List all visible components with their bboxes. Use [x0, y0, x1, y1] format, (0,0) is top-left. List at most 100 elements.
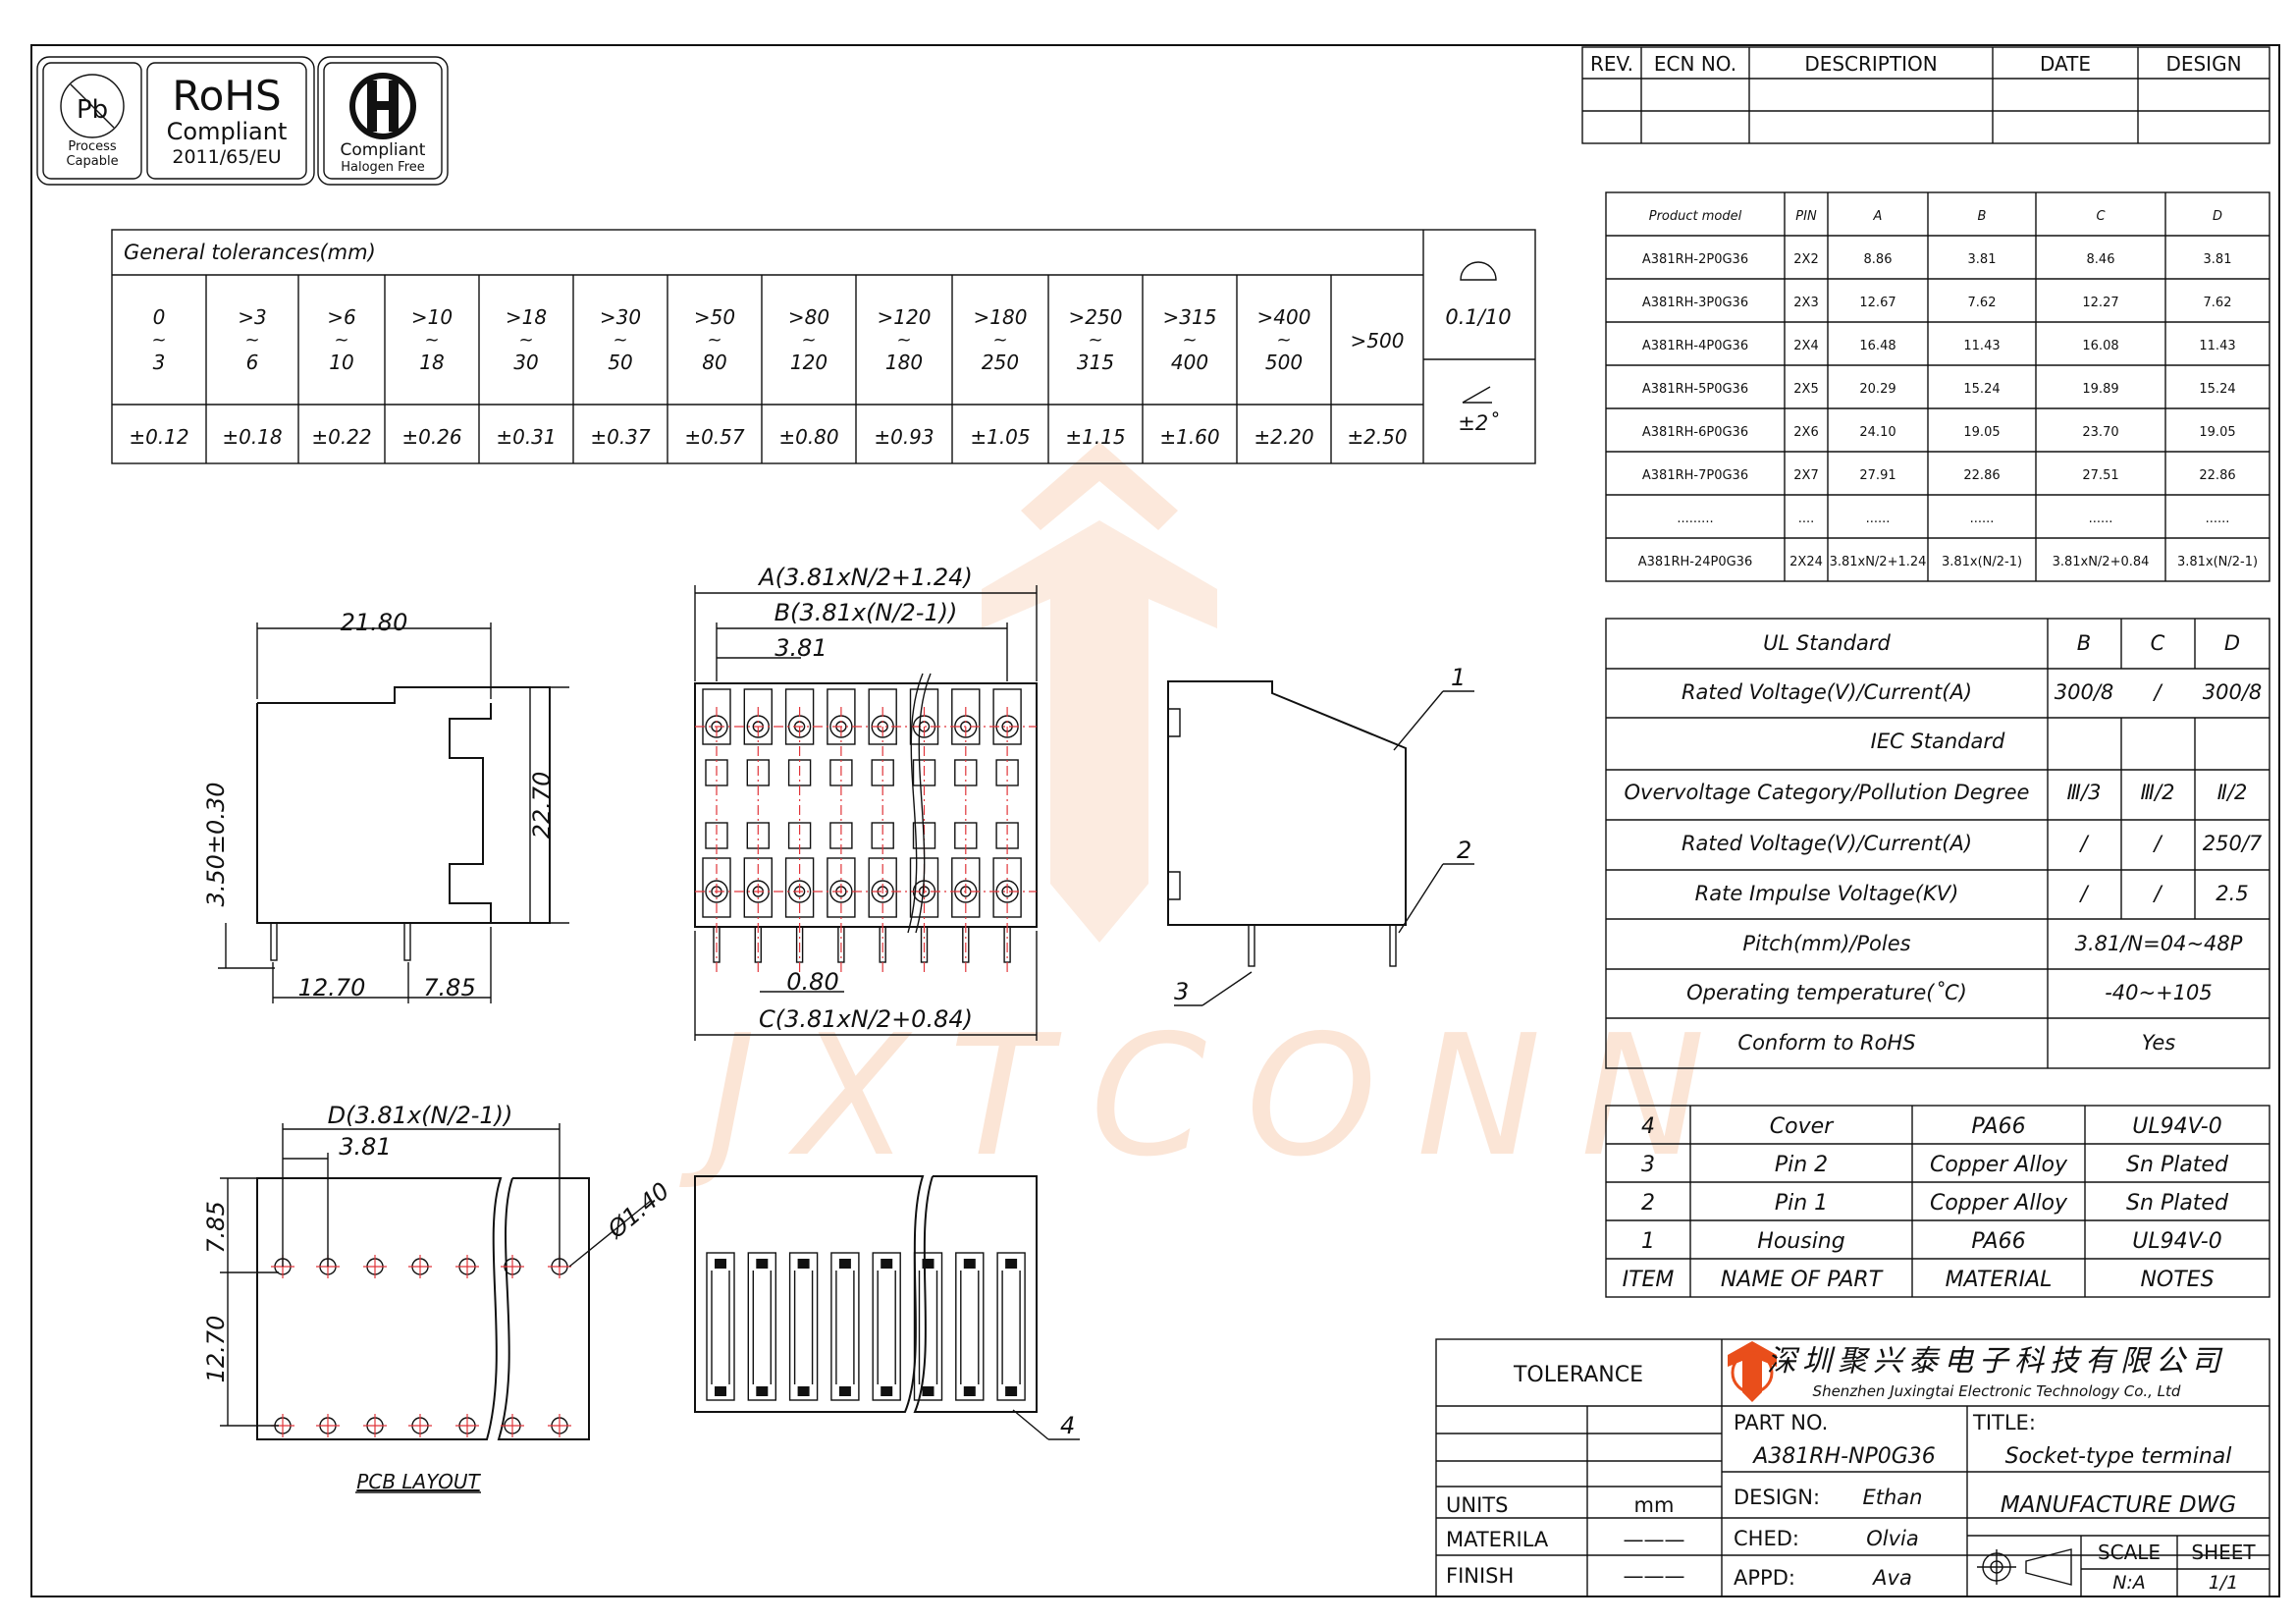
model-cell: A381RH-5P0G36 — [1642, 382, 1748, 397]
bom-cell: Pin 1 — [1775, 1191, 1828, 1216]
tolerance-range-to: 80 — [702, 351, 726, 374]
tolerance-value: ±1.15 — [1065, 425, 1125, 449]
watermark: JXTCONN — [679, 442, 1744, 1194]
overvoltage-b: Ⅲ/3 — [2067, 781, 2102, 804]
model-cell: A381RH-4P0G36 — [1642, 339, 1748, 353]
rohs-title: RoHS — [172, 72, 281, 120]
dim-a: A(3.81xN/2+1.24) — [757, 564, 973, 591]
tolerance-value: ±0.37 — [590, 425, 651, 449]
tilde-icon: ~ — [707, 330, 721, 351]
iec-rated-d: 250/7 — [2203, 832, 2263, 855]
tolerance-range-from: >80 — [788, 305, 829, 329]
model-cell: 27.91 — [1859, 468, 1896, 483]
bom-cell: UL94V-0 — [2132, 1114, 2221, 1139]
model-cell: 3.81xN/2+0.84 — [2053, 555, 2150, 569]
ul-rated-d: 300/8 — [2203, 680, 2263, 704]
halogen-line1: Compliant — [341, 140, 426, 160]
tolerance-range-from: >18 — [506, 305, 547, 329]
model-header: A — [1873, 209, 1883, 224]
callout-2: 2 — [1457, 837, 1471, 864]
model-cell: 19.89 — [2082, 382, 2118, 397]
model-cell: A381RH-6P0G36 — [1642, 425, 1748, 440]
iec-rated-b: / — [2078, 832, 2089, 855]
model-cell: 27.51 — [2082, 468, 2118, 483]
model-cell: 12.27 — [2082, 296, 2118, 310]
units-value: mm — [1634, 1493, 1675, 1517]
bom-header: NAME OF PART — [1721, 1268, 1884, 1292]
bom-cell: Housing — [1757, 1229, 1844, 1254]
tolerance-value: ±0.80 — [778, 425, 838, 449]
overvoltage-c: Ⅲ/2 — [2141, 781, 2175, 804]
tolerance-range-from: >6 — [327, 305, 355, 329]
tolerance-label: TOLERANCE — [1513, 1363, 1643, 1387]
part-no-value: A381RH-NP0G36 — [1751, 1444, 1936, 1469]
flatness-icon — [1460, 261, 1497, 281]
tolerance-header: General tolerances(mm) — [124, 241, 376, 264]
tolerance-range-from: >30 — [600, 305, 641, 329]
tolerance-value: ±1.05 — [970, 425, 1030, 449]
tolerance-range-to: 30 — [513, 351, 538, 374]
tilde-icon: ~ — [151, 330, 166, 351]
model-cell: 15.24 — [1963, 382, 2000, 397]
model-cell: 16.48 — [1859, 339, 1896, 353]
model-cell: 24.10 — [1859, 425, 1896, 440]
material-value: ——— — [1624, 1528, 1685, 1551]
model-cell: 3.81x(N/2-1) — [2177, 555, 2258, 569]
pcb-layout-view: D(3.81x(N/2-1)) 3.81 7.85 12.70 Ø1.40 PC… — [202, 1102, 674, 1493]
dim-pcb-offset: 7.85 — [202, 1201, 230, 1253]
rev-header-ecn: ECN NO. — [1654, 52, 1736, 76]
model-cell: 16.08 — [2082, 339, 2118, 353]
bom-cell: 2 — [1641, 1191, 1655, 1216]
tolerance-range-to: 10 — [329, 351, 353, 374]
bom-cell: Copper Alloy — [1930, 1191, 2068, 1216]
checked-label: CHED: — [1734, 1527, 1799, 1550]
ratings-table: UL Standard B C D Rated Voltage(V)/Curre… — [1605, 618, 2270, 1069]
model-cell: 22.86 — [2199, 468, 2235, 483]
tolerance-range-to: 50 — [608, 351, 632, 374]
dim-pitch: 3.81 — [774, 634, 827, 662]
bom-cell: PA66 — [1971, 1114, 2025, 1139]
dim-side-width: 21.80 — [341, 609, 408, 636]
tolerance-range-to: 120 — [790, 351, 828, 374]
rev-header-date: DATE — [2040, 52, 2091, 76]
bom-cell: Sn Plated — [2126, 1153, 2229, 1177]
tolerance-range-from: >250 — [1069, 305, 1123, 329]
dim-pcb-row-spacing: 12.70 — [202, 1316, 230, 1383]
model-cell: 3.81x(N/2-1) — [1942, 555, 2022, 569]
model-cell: 11.43 — [1963, 339, 2000, 353]
pb-line2: Capable — [66, 154, 118, 169]
tilde-icon: ~ — [1182, 330, 1197, 351]
pcb-layout-label: PCB LAYOUT — [356, 1470, 481, 1493]
pitch-value: 3.81/N=04~48P — [2075, 932, 2243, 955]
front-view: A(3.81xN/2+1.24) B(3.81x(N/2-1)) 3.81 C(… — [694, 564, 1038, 1041]
tolerance-range-from: >3 — [238, 305, 266, 329]
rohs-value: Yes — [2142, 1031, 2175, 1055]
watermark-text: JXTCONN — [679, 1000, 1744, 1194]
approved-value: Ava — [1871, 1566, 1912, 1590]
iec-rated-c: / — [2152, 832, 2163, 855]
tolerance-range-to: 315 — [1077, 351, 1114, 374]
model-cell: 3.81xN/2+1.24 — [1830, 555, 1927, 569]
tolerance-range-from: >500 — [1351, 329, 1405, 352]
tolerance-range-to: 6 — [246, 351, 259, 374]
dim-pin-width: 0.80 — [786, 968, 838, 996]
model-header: D — [2213, 209, 2222, 224]
dim-pin-offset: 7.85 — [423, 974, 475, 1001]
halogen-free-icon — [349, 73, 416, 139]
model-header: PIN — [1795, 209, 1817, 224]
tolerance-range-from: >315 — [1163, 305, 1217, 329]
ul-rated-b: 300/8 — [2055, 680, 2114, 704]
tolerance-value: ±0.26 — [401, 425, 461, 449]
model-cell: ...... — [2089, 512, 2113, 526]
impulse-d: 2.5 — [2216, 882, 2248, 905]
tolerance-value: ±2.20 — [1254, 425, 1313, 449]
company-name-cn: 深圳聚兴泰电子科技有限公司 — [1767, 1344, 2226, 1379]
model-cell: 2X2 — [1793, 252, 1818, 267]
tolerance-value: ±0.22 — [311, 425, 371, 449]
pitch-label: Pitch(mm)/Poles — [1742, 932, 1910, 955]
model-cell: 8.46 — [2087, 252, 2115, 267]
bom-cell: PA66 — [1971, 1229, 2025, 1254]
dim-pcb-pitch: 3.81 — [339, 1133, 391, 1161]
projection-symbol-icon — [1977, 1548, 2072, 1586]
rohs-line1: Compliant — [167, 118, 288, 145]
